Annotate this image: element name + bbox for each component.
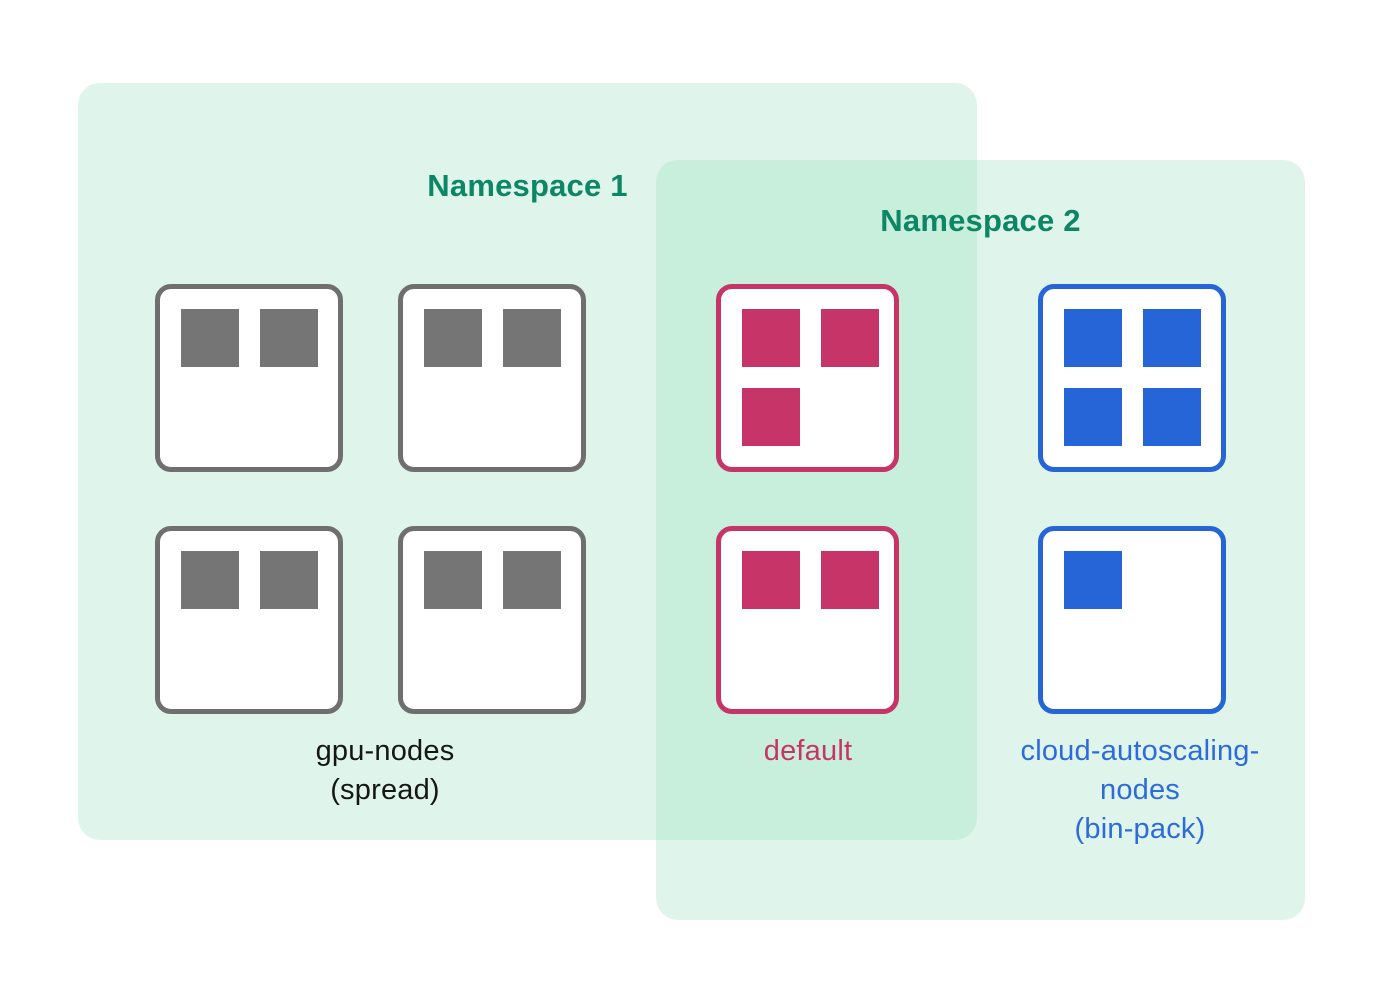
- pod-grid: [1064, 551, 1201, 688]
- pod: [742, 551, 800, 609]
- pod: [503, 551, 561, 609]
- pod: [1143, 388, 1201, 446]
- pod: [742, 388, 800, 446]
- pod-grid: [742, 309, 879, 446]
- pod: [181, 309, 239, 367]
- group-label-default: default: [714, 732, 902, 771]
- group-label-line: cloud-autoscaling-: [1020, 735, 1260, 767]
- pod-grid: [181, 309, 318, 446]
- pod: [821, 551, 879, 609]
- cloud-autoscaling-node-2: [1038, 526, 1226, 714]
- namespace-2-title: Namespace 2: [880, 203, 1081, 238]
- pod-grid: [742, 551, 879, 688]
- pod: [1064, 551, 1122, 609]
- cloud-autoscaling-node-1: [1038, 284, 1226, 472]
- pod: [503, 309, 561, 367]
- pod: [424, 551, 482, 609]
- gpu-node-4: [398, 526, 586, 714]
- pod: [260, 309, 318, 367]
- group-label-line: default: [763, 735, 853, 767]
- default-node-1: [716, 284, 899, 472]
- pod: [1143, 309, 1201, 367]
- group-label-line: gpu-nodes: [315, 735, 455, 767]
- pod: [1064, 388, 1122, 446]
- gpu-node-3: [155, 526, 343, 714]
- pod-grid: [424, 551, 561, 688]
- pod: [260, 551, 318, 609]
- pod: [821, 309, 879, 367]
- gpu-node-1: [155, 284, 343, 472]
- pod: [181, 551, 239, 609]
- group-label-cloud-autoscaling-nodes: cloud-autoscaling- nodes (bin-pack): [980, 732, 1300, 849]
- pod-grid: [424, 309, 561, 446]
- gpu-node-2: [398, 284, 586, 472]
- namespace-1-title: Namespace 1: [427, 168, 628, 203]
- group-label-line: (spread): [330, 774, 440, 806]
- pod-grid: [181, 551, 318, 688]
- default-node-2: [716, 526, 899, 714]
- pod: [1064, 309, 1122, 367]
- group-label-gpu-nodes: gpu-nodes (spread): [155, 732, 615, 810]
- group-label-line: nodes: [1099, 774, 1180, 806]
- pod: [424, 309, 482, 367]
- pod-grid: [1064, 309, 1201, 446]
- pod: [742, 309, 800, 367]
- group-label-line: (bin-pack): [1074, 813, 1206, 845]
